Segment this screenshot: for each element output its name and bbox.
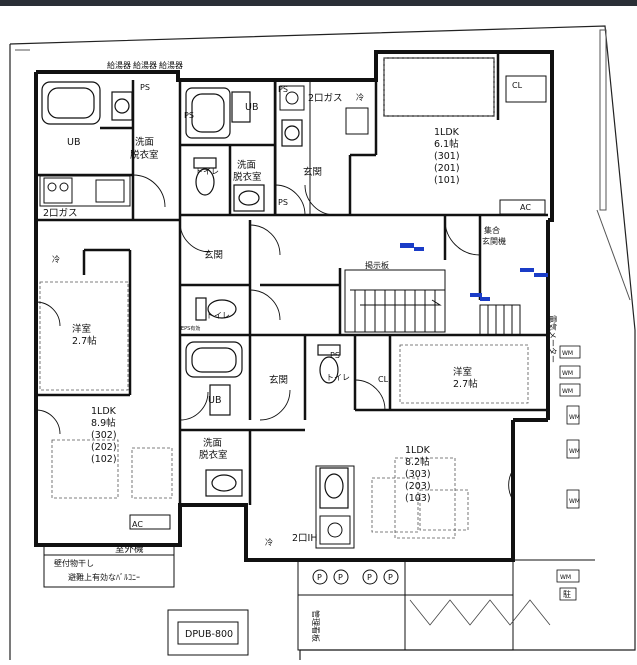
bathtubs: [41, 57, 495, 378]
blue-markers: [400, 243, 548, 301]
western-2-line-1: 洋室: [453, 366, 472, 378]
washroom-2-line-1: 洗面: [237, 159, 256, 171]
ps-label-5: PS: [330, 351, 340, 360]
toilet-label-2: トイレ: [206, 311, 230, 320]
sinks: [111, 91, 349, 509]
furniture-outlines: [39, 57, 529, 539]
staircase: [344, 269, 521, 336]
unit-101-line-3: (301): [434, 151, 460, 162]
outdoor-unit-label: 室外機: [115, 543, 144, 555]
window-top-bar: [0, 0, 637, 6]
shugo-line-2: 玄関機: [482, 236, 506, 246]
wm-label-6: WM: [569, 498, 580, 505]
site-boundary: [9, 25, 636, 660]
unit-103-line-5: (103): [405, 493, 431, 504]
western-1-line-2: 2.7帖: [72, 335, 97, 347]
ub-label-3: UB: [208, 395, 221, 406]
unit-102-line-5: (102): [91, 454, 117, 465]
fridge-label-1: 冷: [52, 254, 60, 264]
gas-label-1: 2口ガス: [43, 208, 78, 219]
fridge-label-2: 冷: [356, 92, 364, 102]
unit-102-line-1: 1LDK: [91, 406, 117, 417]
unit-103-line-3: (303): [405, 469, 431, 480]
toilet-label-1: トイレ: [195, 167, 219, 176]
doors: [35, 174, 514, 501]
cl-label-1: CL: [512, 81, 523, 90]
unit-101-line-5: (101): [434, 175, 460, 186]
ub-label-2: UB: [245, 102, 258, 113]
washroom-3-line-2: 脱衣室: [199, 449, 228, 461]
keijiban-label: 掲示板: [365, 260, 389, 270]
bicycle-parking-lines: [409, 599, 551, 626]
balcony: [43, 544, 595, 656]
parking-label-4: P: [388, 573, 393, 582]
wm-label-3: WM: [562, 388, 573, 395]
entrance-label-3: 玄関: [269, 374, 288, 386]
wm-label-7: WM: [560, 574, 571, 581]
ub-label-1: UB: [67, 137, 80, 148]
entrance-label-2: 玄関: [204, 249, 223, 261]
unit-102-line-4: (202): [91, 442, 117, 453]
ps-label-1: PS: [140, 83, 150, 92]
washroom-3-line-1: 洗面: [203, 437, 222, 449]
kanri-label: 管理看板: [311, 610, 321, 642]
toilets: [193, 157, 341, 384]
floor-plan: 給湯器 給湯器 給湯器 PS PS PS PS PS UB UB UB 洗面 脱…: [9, 25, 636, 660]
parking-label-3: P: [367, 573, 372, 582]
wm-label-4: WM: [569, 414, 580, 421]
unit-102-line-3: (302): [91, 430, 117, 441]
balcony-notice: 避難上有効なﾊﾞﾙｺﾆｰ: [68, 572, 140, 582]
ac-label-1: AC: [520, 203, 531, 212]
ih-label: 2口IH: [292, 533, 318, 544]
interior-walls: [36, 52, 548, 545]
dpub-label: DPUB-800: [185, 629, 233, 640]
washroom-2-line-2: 脱衣室: [233, 171, 262, 183]
unit-103-line-4: (203): [405, 481, 431, 492]
cl-label-2: CL: [378, 375, 389, 384]
bicycle-label: 駐: [563, 589, 571, 599]
unit-102-line-2: 8.9帖: [91, 417, 116, 429]
washroom-1-line-2: 脱衣室: [130, 149, 159, 161]
ps-label-2: PS: [184, 111, 194, 120]
western-2-line-2: 2.7帖: [453, 378, 478, 390]
wm-boxes: [556, 345, 581, 601]
unit-103-line-2: 8.2帖: [405, 456, 430, 468]
parking-label-2: P: [338, 573, 343, 582]
parking-label-1: P: [317, 573, 322, 582]
kyutoki-label-1: 給湯器: [107, 60, 131, 70]
kitchen-counters: [39, 79, 355, 549]
parking-marks: [312, 569, 399, 585]
unit-101-line-2: 6.1帖: [434, 138, 459, 150]
ps-label-4: PS: [278, 198, 288, 207]
kyutoki-label-2: 給湯器: [133, 60, 157, 70]
ac-units: [129, 75, 547, 530]
gas-label-2: 2口ガス: [308, 93, 343, 104]
toilet-label-3: トイレ: [326, 373, 350, 382]
washroom-1-line-1: 洗面: [135, 136, 154, 148]
entrance-label-1: 玄関: [303, 166, 322, 178]
unit-103-line-1: 1LDK: [405, 445, 431, 456]
eps-label-1: EPS有効: [181, 325, 200, 332]
stoves: [43, 85, 369, 545]
wm-label-2: WM: [562, 370, 573, 377]
clothesline-label: 壁付物干し: [54, 558, 94, 568]
kyutoki-label-3: 給湯器: [159, 60, 183, 70]
wm-label-1: WM: [562, 350, 573, 357]
ps-label-3: PS: [278, 85, 288, 94]
unit-101-line-4: (201): [434, 163, 460, 174]
shugo-line-1: 集合: [484, 225, 500, 235]
unit-101-line-1: 1LDK: [434, 127, 460, 138]
room-labels: 給湯器 給湯器 給湯器 PS PS PS PS PS UB UB UB 洗面 脱…: [43, 60, 580, 642]
fridge-label-3: 冷: [265, 537, 273, 547]
wm-label-5: WM: [569, 448, 580, 455]
western-1-line-1: 洋室: [72, 323, 91, 335]
ac-label-2: AC: [132, 520, 143, 529]
denki-label: 電気メーター: [548, 315, 558, 363]
